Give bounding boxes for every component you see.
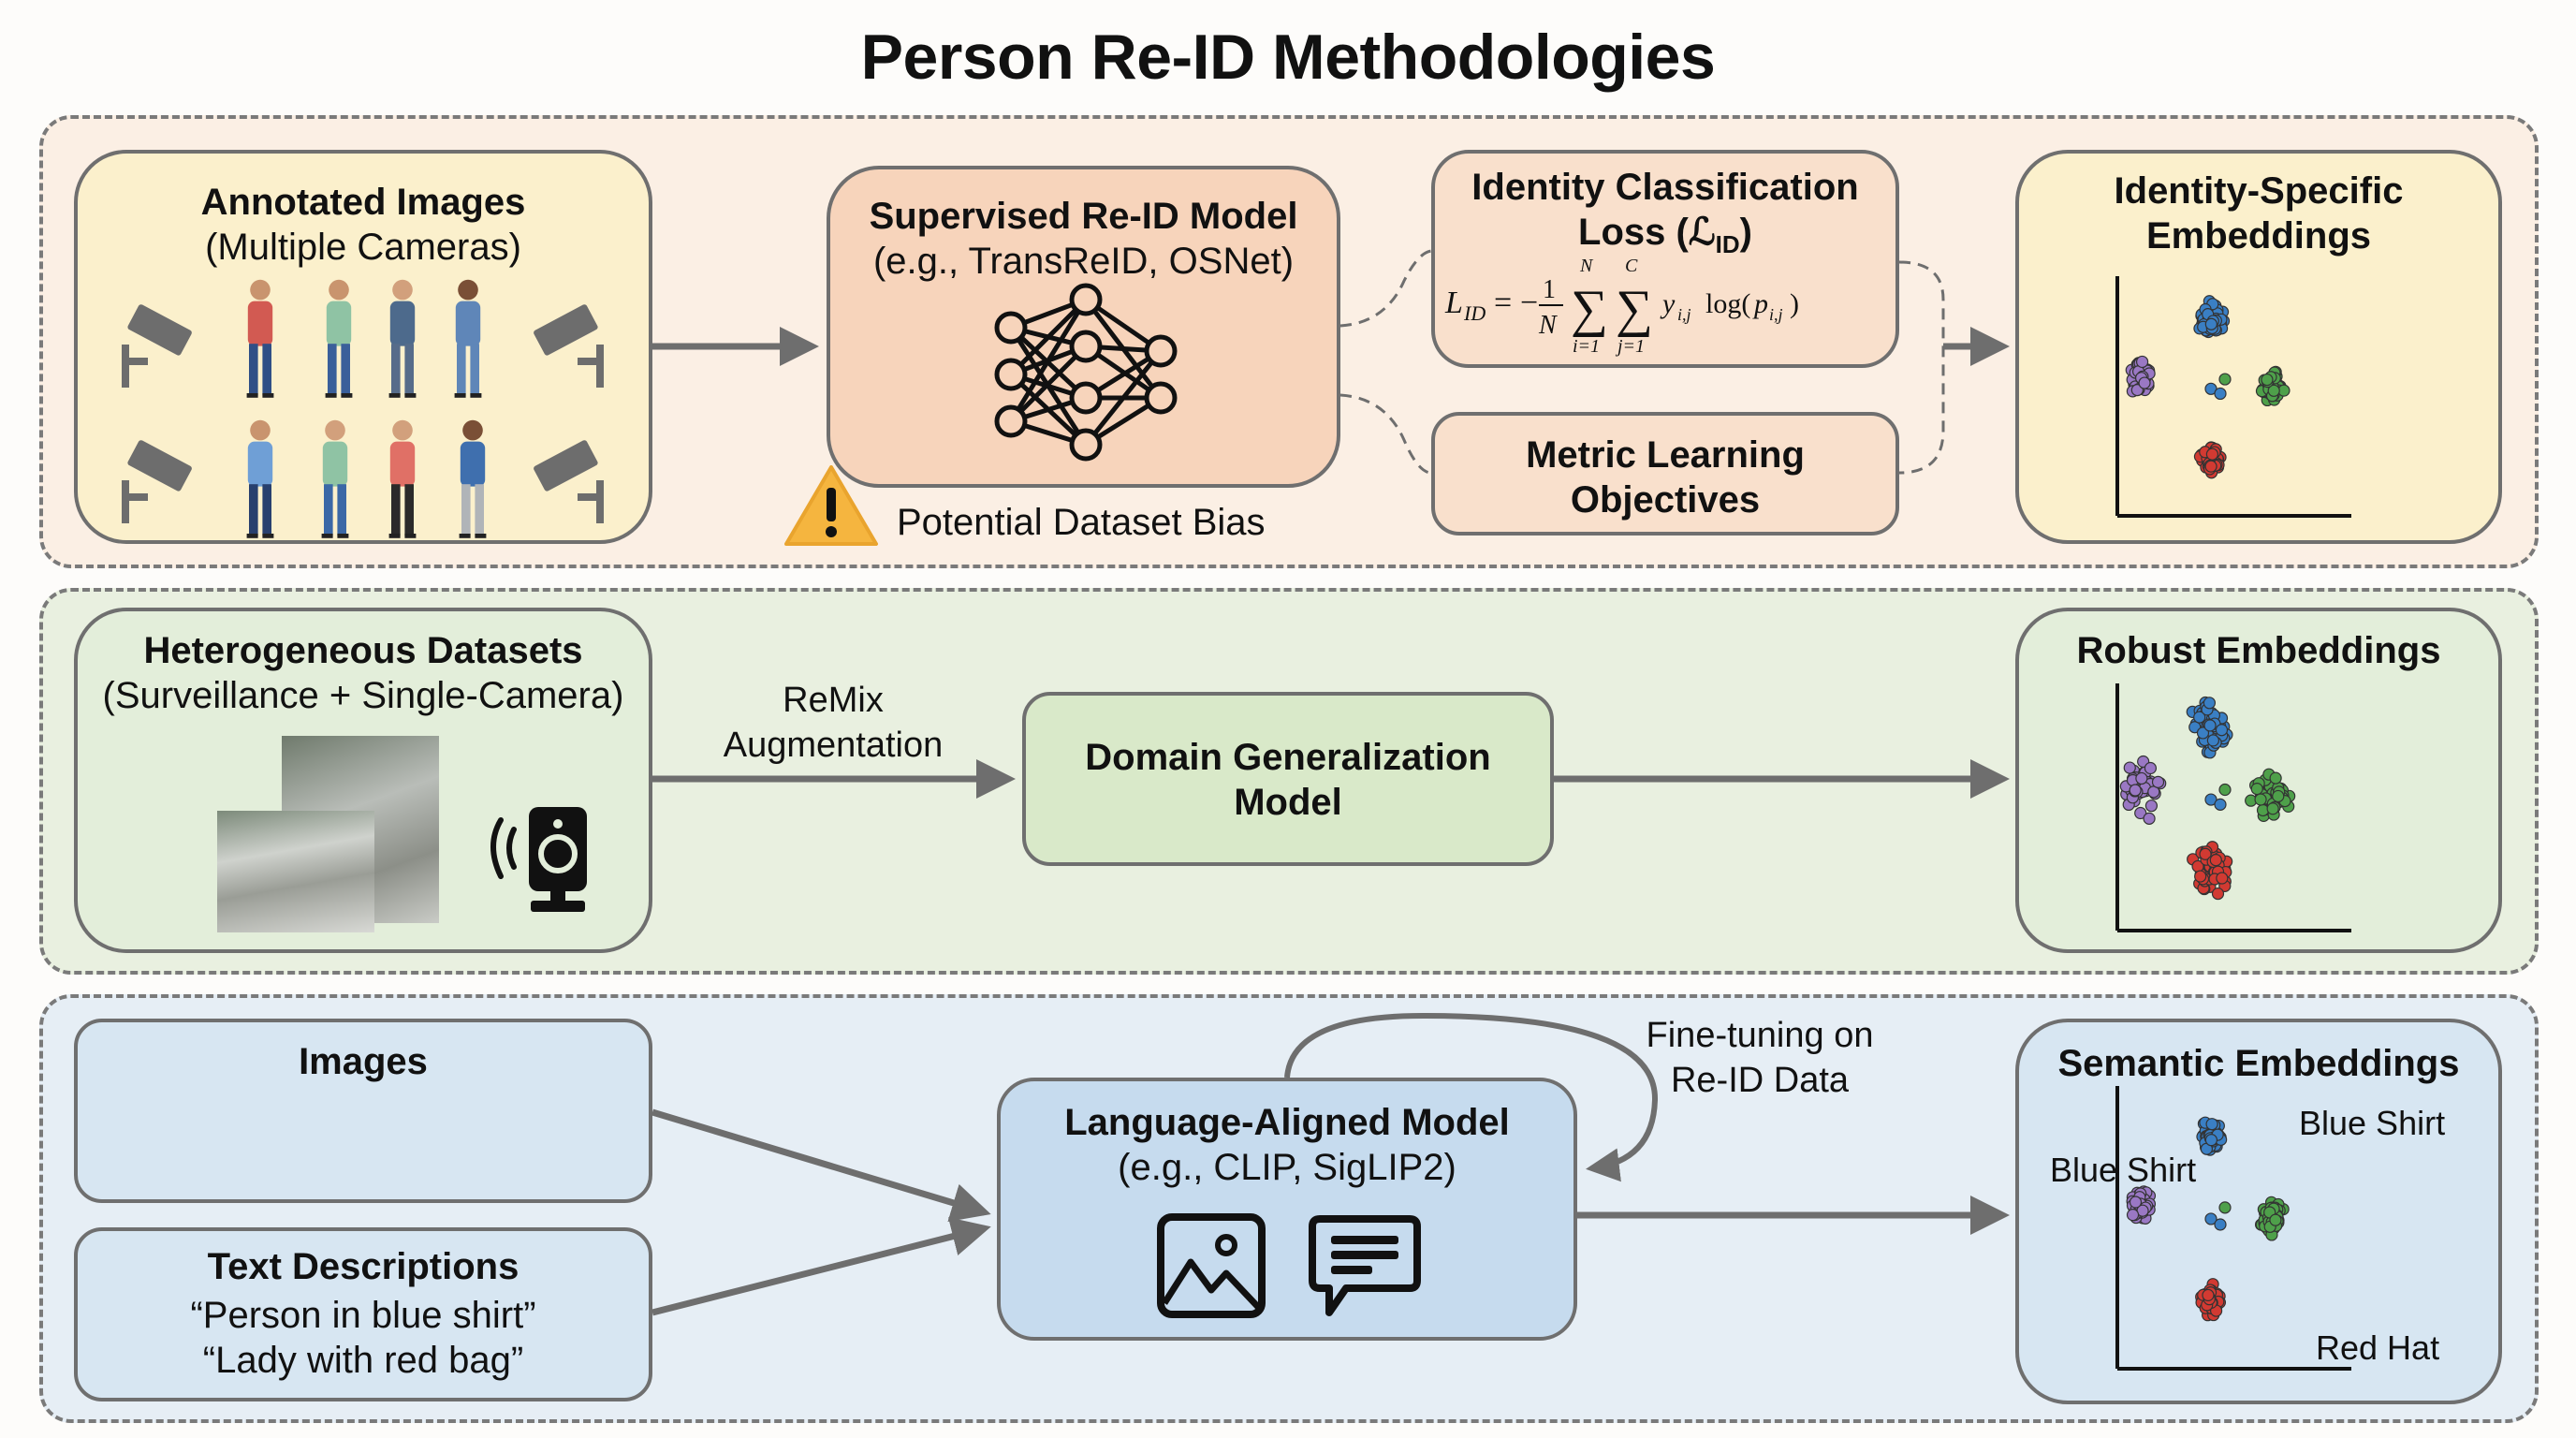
supervised-model-subtitle: (e.g., TransReID, OSNet) [872,241,1295,282]
svg-text:1: 1 [1543,275,1556,304]
svg-text:N: N [1538,311,1558,340]
annotated-images-title: Annotated Images [200,182,526,223]
svg-text:−: − [1520,286,1538,320]
person-icon [325,279,353,398]
supervised-model-box: Supervised Re-ID Model (e.g., TransReID,… [827,166,1340,488]
text-descriptions-box: Text Descriptions “Person in blue shirt”… [74,1227,652,1401]
remix-label-line1: ReMix [783,681,884,720]
person-icon [246,419,274,538]
domain-generalization-box: Domain Generalization Model [1022,692,1554,866]
identity-embeddings-line2: Embeddings [2145,215,2372,257]
svg-text:i=1: i=1 [1573,336,1600,357]
warning-icon [784,465,878,546]
supervised-model-title: Supervised Re-ID Model [869,196,1298,237]
annotated-images-subtitle: (Multiple Cameras) [205,227,521,268]
svg-text:p: p [1752,288,1768,319]
svg-text:=: = [1494,286,1512,320]
svg-text:log(: log( [1705,288,1750,319]
heterogeneous-subtitle: (Surveillance + Single-Camera) [102,675,624,716]
heterogeneous-title: Heterogeneous Datasets [143,630,583,671]
cctv-camera-icon [122,440,192,523]
domain-model-line2: Model [1234,782,1342,823]
svg-text:): ) [1790,288,1799,319]
language-model-subtitle: (e.g., CLIP, SigLIP2) [1118,1147,1456,1188]
text-quote-1: “Person in blue shirt” [190,1295,536,1336]
text-descriptions-title: Text Descriptions [207,1246,520,1287]
person-icon [321,419,349,538]
svg-text:∑: ∑ [1616,280,1653,338]
domain-model-line1: Domain Generalization [1085,737,1491,778]
dataset-bias-warning: Potential Dataset Bias [897,502,1266,543]
loss-formula: L ID = − 1 N ∑ N i=1 ∑ C j=1 y i,j log( … [1444,256,1799,357]
robust-embeddings-title: Robust Embeddings [2076,630,2441,671]
finetune-label-line1: Fine-tuning on [1646,1016,1874,1055]
page-title: Person Re-ID Methodologies [860,22,1716,93]
svg-text:i,j: i,j [1677,305,1691,324]
identity-loss-title-line2: Loss (ℒID) [1578,212,1752,258]
identity-loss-box: Identity Classification Loss (ℒID) [1431,150,1899,368]
person-icon [246,279,274,398]
images-title: Images [299,1041,428,1082]
svg-text:C: C [1625,256,1638,276]
images-box: Images [74,1019,652,1203]
semantic-embeddings-title: Semantic Embeddings [2057,1043,2460,1084]
cluster-label-red-hat: Red Hat [2316,1328,2440,1367]
identity-embeddings-line1: Identity-Specific [2114,170,2404,212]
chat-icon [1309,1215,1421,1316]
identity-loss-title-line1: Identity Classification [1471,167,1859,208]
finetune-label-line2: Re-ID Data [1670,1061,1850,1100]
svg-text:i,j: i,j [1769,305,1783,324]
language-model-title: Language-Aligned Model [1064,1102,1510,1143]
person-icon [388,279,417,398]
cluster-label-blue-shirt-left: Blue Shirt [2050,1148,2197,1193]
metric-learning-line2: Objectives [1570,479,1761,521]
metric-learning-box: Metric Learning Objectives [1431,412,1899,536]
person-icon [454,279,482,398]
cctv-camera-icon [122,304,192,388]
svg-text:y: y [1660,288,1676,319]
svg-text:∑: ∑ [1571,280,1608,338]
semantic-embeddings-box: Semantic Embeddings [2015,1019,2502,1404]
neural-network-icon [994,283,1178,462]
image-icon [1157,1213,1266,1318]
person-icon [459,419,487,538]
text-quote-2: “Lady with red bag” [202,1340,524,1381]
svg-text:L: L [1444,286,1463,320]
metric-learning-line1: Metric Learning [1526,434,1805,476]
surveillance-photo-2 [217,811,374,932]
svg-text:N: N [1579,256,1594,276]
cctv-camera-icon [534,440,604,523]
svg-text:j=1: j=1 [1615,336,1645,357]
svg-text:ID: ID [1463,301,1486,325]
cctv-camera-icon [534,304,604,388]
person-icon [388,419,417,538]
language-aligned-model-box: Language-Aligned Model (e.g., CLIP, SigL… [997,1078,1577,1341]
robust-embeddings-box: Robust Embeddings [2015,608,2502,953]
cluster-label-blue-shirt-right: Blue Shirt [2299,1104,2446,1142]
remix-label-line2: Augmentation [723,726,944,765]
identity-embeddings-box: Identity-Specific Embeddings [2015,150,2502,544]
smart-camera-icon [490,807,587,912]
